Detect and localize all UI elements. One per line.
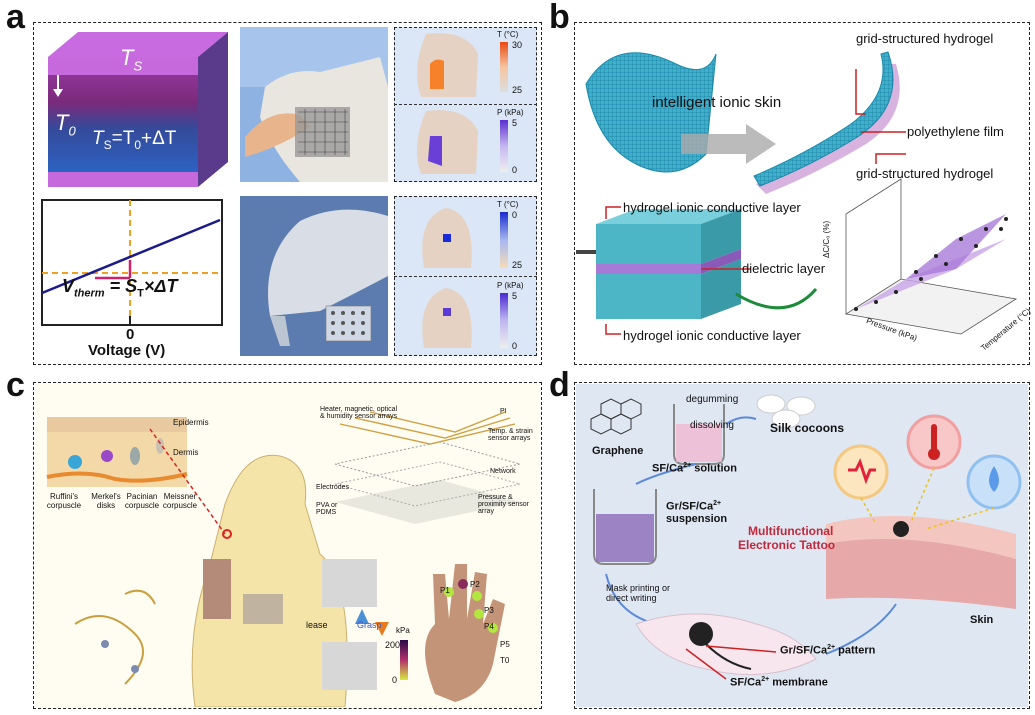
colorbar-4 [500,293,508,348]
ionic-skin-label: intelligent ionic skin [652,94,782,111]
finger-pressure-map [422,288,472,348]
colorbar-3-max: 0 [512,210,518,220]
degumming-label: degumming [686,394,739,405]
grid-hydrogel-top-label: grid-structured hydrogel [856,31,994,46]
colorbar-2-max: 5 [512,118,518,128]
dermis-label: Dermis [173,448,199,457]
pe-film-label: polyethylene film [907,124,1004,139]
point-p2: P2 [470,580,480,589]
panel-letter-d: d [549,366,570,404]
ts-equation: TS=T0+ΔT [92,128,177,152]
colorbar-2 [500,120,508,172]
finger-temp-map [422,208,472,268]
voltage-plot [41,199,223,326]
panel-letter-c: c [6,366,25,404]
sf-solution-label: SF/Ca2+ solution [652,462,737,475]
panel-letter-b: b [549,0,570,36]
hydrogel-top-label: hydrogel ionic conductive layer [623,200,801,215]
t0-label: T0 [55,110,76,139]
dissolving-label: dissolving [690,420,734,431]
panel-b-frame [574,22,1030,365]
kpa-min: 0 [392,675,398,685]
thermo-block-illustration [48,32,228,187]
grasp-label: Grasp [357,620,382,630]
point-p3: P3 [484,606,494,615]
colorbar-3 [500,212,508,268]
colorbar-4-title: P (kPa) [497,281,524,290]
ts-label: TS [120,45,143,74]
colorbar-4-min: 0 [512,341,518,351]
release-label: lease [306,620,328,630]
robot-hand-photo [240,27,388,182]
membrane-label: SF/Ca2+ membrane [730,676,828,689]
colorbar-2-min: 0 [512,165,518,175]
receptor-pacinian: Pacinian corpuscle [124,492,160,510]
receptor-meissner: Meissner corpuscle [162,492,198,510]
stack-pva-label: PVA or PDMS [316,502,338,516]
ionic-skin-illustration [576,51,1018,335]
point-p1: P1 [440,586,450,595]
stack-heater-label: Heater, magnetic, optical & humidity sen… [320,406,398,420]
silk-cocoons-label: Silk cocoons [770,421,845,435]
panel-letter-a: a [6,0,25,36]
skin-label: Skin [970,614,994,626]
mask-printing-label: Mask printing or direct writing [606,583,671,603]
hand-temp-map [417,33,478,97]
kpa-unit: kPa [396,626,410,635]
colorbar-1-min: 25 [512,85,523,95]
stack-pi-label: PI [500,408,507,415]
epidermis-label: Epidermis [173,418,209,427]
point-p5: P5 [500,640,510,649]
receptor-merkel: Merkel's disks [91,492,121,510]
point-t0: T0 [500,656,510,665]
point-p4: P4 [484,622,494,631]
robot-finger-photo [240,196,388,356]
colorbar-3-title: T (°C) [497,200,519,209]
stack-network-label: Network [490,468,516,475]
grid-hydrogel-bottom-label: grid-structured hydrogel [856,166,994,181]
receptor-ruffini: Ruffini's corpuscle [46,492,82,510]
dielectric-label: dielectric layer [742,261,826,276]
colorbar-2-title: P (kPa) [497,108,524,117]
vtherm-equation: Vtherm = ST×ΔT [62,276,178,300]
pattern-label: Gr/SF/Ca2+ pattern [780,644,876,657]
panel-d-frame [574,382,1030,709]
zero-tick: 0 [126,326,135,343]
stack-temp-label: Temp. & strain sensor arrays [488,428,533,442]
hydrogel-bottom-label: hydrogel ionic conductive layer [623,328,801,343]
voltage-axis-label: Voltage (V) [88,342,166,359]
graphene-label: Graphene [592,445,644,457]
colorbar-1-title: T (°C) [497,30,519,39]
chart-ylabel: ΔC/C₀ (%) [822,220,831,258]
suspension-label: Gr/SF/Ca2+suspension [666,500,728,525]
panel-a-frame [33,22,542,365]
colorbar-1 [500,42,508,92]
colorbar-3-min: 25 [512,260,523,270]
stack-electrodes-label: Electrodes [316,484,350,491]
hand-pressure-map [417,110,478,174]
colorbar-1-max: 30 [512,40,523,50]
panel-c-frame [33,382,542,709]
colorbar-4-max: 5 [512,291,518,301]
kpa-max: 200 [385,640,401,650]
capacitance-3d-chart [844,178,1018,335]
stack-pressure-label: Pressure & proximity sensor array [478,494,529,515]
skin-sensor-illustration [35,384,540,707]
electronic-tattoo-illustration [576,384,1028,707]
